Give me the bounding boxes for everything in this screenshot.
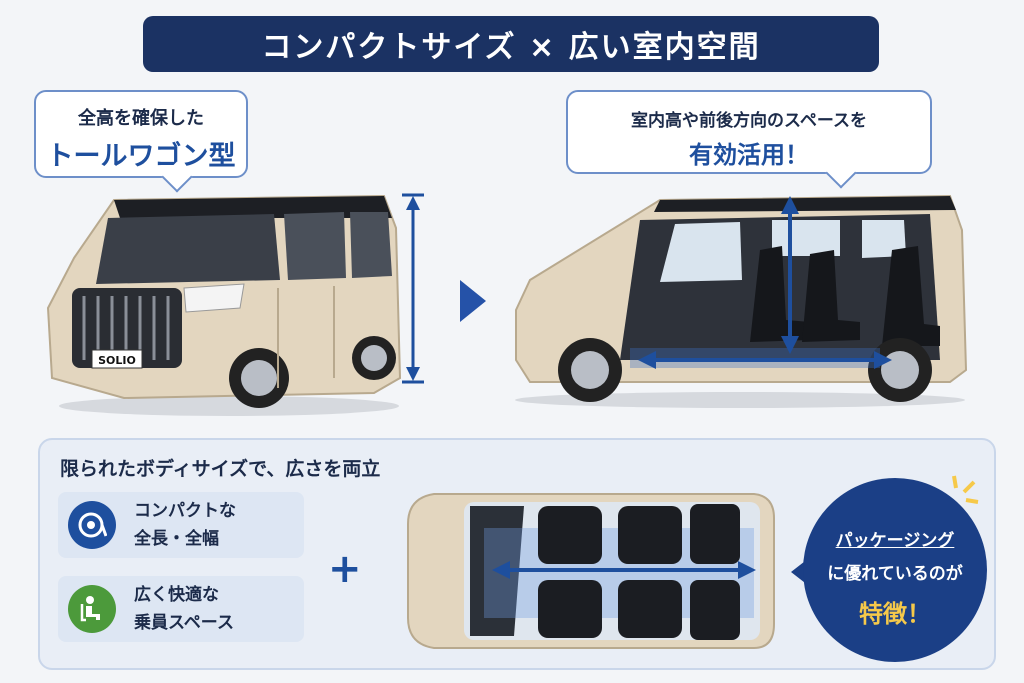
feature-line2: 乗員スペース bbox=[134, 613, 234, 633]
feature-line1: 広く快適な bbox=[134, 585, 219, 605]
car-front-illustration: SOLIO bbox=[46, 194, 402, 416]
car-side-cutaway-illustration bbox=[515, 194, 968, 408]
page-title: コンパクトサイズ × 広い室内空間 bbox=[143, 16, 879, 72]
height-arrow-icon bbox=[402, 193, 424, 384]
callout-line2: トールワゴン型 bbox=[46, 141, 236, 172]
car-top-view-illustration bbox=[407, 493, 775, 649]
callout-line1: 室内高や前後方向のスペースを bbox=[631, 111, 867, 131]
seated-person-icon bbox=[68, 585, 116, 633]
badge-line2: に優れているのが bbox=[827, 564, 963, 584]
callout-line1: 全高を確保した bbox=[78, 108, 204, 129]
badge-line3: 特徴！ bbox=[859, 600, 931, 628]
measuring-tape-icon bbox=[68, 501, 116, 549]
callout-interior-space: 室内高や前後方向のスペースを 有効活用！ bbox=[566, 90, 932, 189]
feature-line2: 全長・全幅 bbox=[134, 529, 219, 549]
bottom-heading: 限られたボディサイズで、広さを両立 bbox=[60, 458, 381, 480]
sparkle-icon bbox=[952, 475, 979, 504]
feature-compact-size: コンパクトな 全長・全幅 bbox=[58, 492, 304, 558]
callout-line2: 有効活用！ bbox=[689, 141, 809, 169]
packaging-badge: パッケージング に優れているのが 特徴！ bbox=[803, 478, 987, 662]
feature-passenger-space: 広く快適な 乗員スペース bbox=[58, 576, 304, 642]
next-arrow-icon bbox=[460, 280, 486, 322]
badge-line1: パッケージング bbox=[835, 531, 955, 551]
plus-sign: + bbox=[328, 546, 362, 592]
car-badge: SOLIO bbox=[98, 354, 136, 367]
feature-line1: コンパクトな bbox=[134, 501, 236, 521]
callout-tall-wagon: 全高を確保した トールワゴン型 bbox=[34, 90, 248, 193]
